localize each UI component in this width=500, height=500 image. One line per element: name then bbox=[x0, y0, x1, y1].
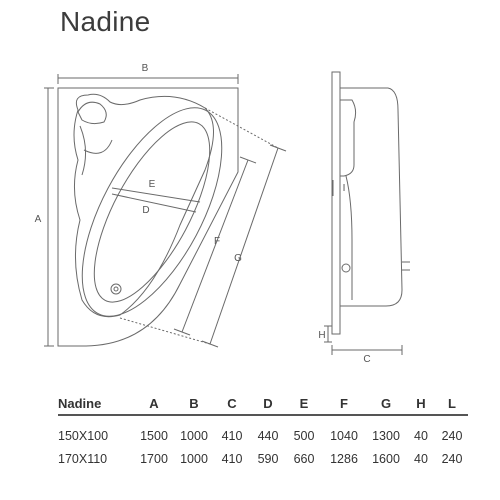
cell-h: 40 bbox=[414, 451, 428, 466]
side-rim bbox=[331, 71, 341, 335]
cell-c: 410 bbox=[221, 428, 243, 443]
cell-h: 40 bbox=[414, 428, 428, 443]
dim-label-a: A bbox=[35, 214, 42, 225]
dim-line-g bbox=[209, 147, 279, 345]
cell-a: 1500 bbox=[140, 428, 168, 443]
tub-outline bbox=[57, 87, 239, 347]
cell-b: 1000 bbox=[180, 451, 208, 466]
cell-e: 660 bbox=[293, 451, 315, 466]
header-b: B bbox=[174, 392, 214, 416]
header-model: Nadine bbox=[58, 392, 134, 416]
basin-inner bbox=[93, 121, 211, 303]
cell-d: 440 bbox=[257, 428, 279, 443]
technical-drawing: B A E D F G I H C bbox=[35, 63, 410, 365]
product-title: Nadine bbox=[60, 6, 151, 37]
cell-c: 410 bbox=[221, 451, 243, 466]
header-f: F bbox=[322, 392, 366, 416]
cell-e: 500 bbox=[293, 428, 315, 443]
drain-icon bbox=[110, 283, 122, 295]
dim-label-c: C bbox=[363, 354, 370, 365]
cell-model: 170X110 bbox=[58, 451, 108, 466]
table-header-row: Nadine A B C D E F G H L bbox=[58, 392, 468, 416]
cell-a: 1700 bbox=[140, 451, 168, 466]
dim-label-g: G bbox=[234, 253, 242, 264]
dim-label-b: B bbox=[142, 63, 149, 74]
cell-model: 150X100 bbox=[58, 428, 109, 443]
dim-line-f bbox=[181, 159, 249, 333]
cell-g: 1600 bbox=[372, 451, 400, 466]
dimensions-table: Nadine A B C D E F G H L 150X100 1500 10… bbox=[58, 392, 468, 470]
header-d: D bbox=[250, 392, 286, 416]
header-a: A bbox=[134, 392, 174, 416]
cell-l: 240 bbox=[441, 428, 463, 443]
table-row: 170X110 1700 1000 410 590 660 1286 1600 … bbox=[58, 447, 468, 470]
dim-label-e: E bbox=[149, 179, 156, 190]
basin-outer bbox=[81, 107, 223, 317]
cell-f: 1286 bbox=[330, 451, 358, 466]
dim-label-i: I bbox=[343, 183, 346, 194]
header-e: E bbox=[286, 392, 322, 416]
cell-l: 240 bbox=[441, 451, 463, 466]
cell-g: 1300 bbox=[372, 428, 400, 443]
header-g: G bbox=[366, 392, 406, 416]
table-row: 150X100 1500 1000 410 440 500 1040 1300 … bbox=[58, 415, 468, 447]
side-drain-icon bbox=[341, 263, 351, 273]
dim-line-e bbox=[111, 187, 201, 203]
top-view bbox=[44, 74, 287, 348]
dim-label-d: D bbox=[142, 205, 149, 216]
dim-label-h: H bbox=[318, 330, 325, 341]
header-l: L bbox=[436, 392, 468, 416]
header-h: H bbox=[406, 392, 436, 416]
dim-label-f: F bbox=[214, 236, 220, 247]
side-body bbox=[340, 87, 403, 307]
dim-line-d bbox=[111, 193, 197, 213]
header-c: C bbox=[214, 392, 250, 416]
side-view bbox=[324, 71, 410, 355]
cell-b: 1000 bbox=[180, 428, 208, 443]
cell-d: 590 bbox=[257, 451, 279, 466]
tub-rim bbox=[73, 93, 214, 318]
cell-f: 1040 bbox=[330, 428, 358, 443]
